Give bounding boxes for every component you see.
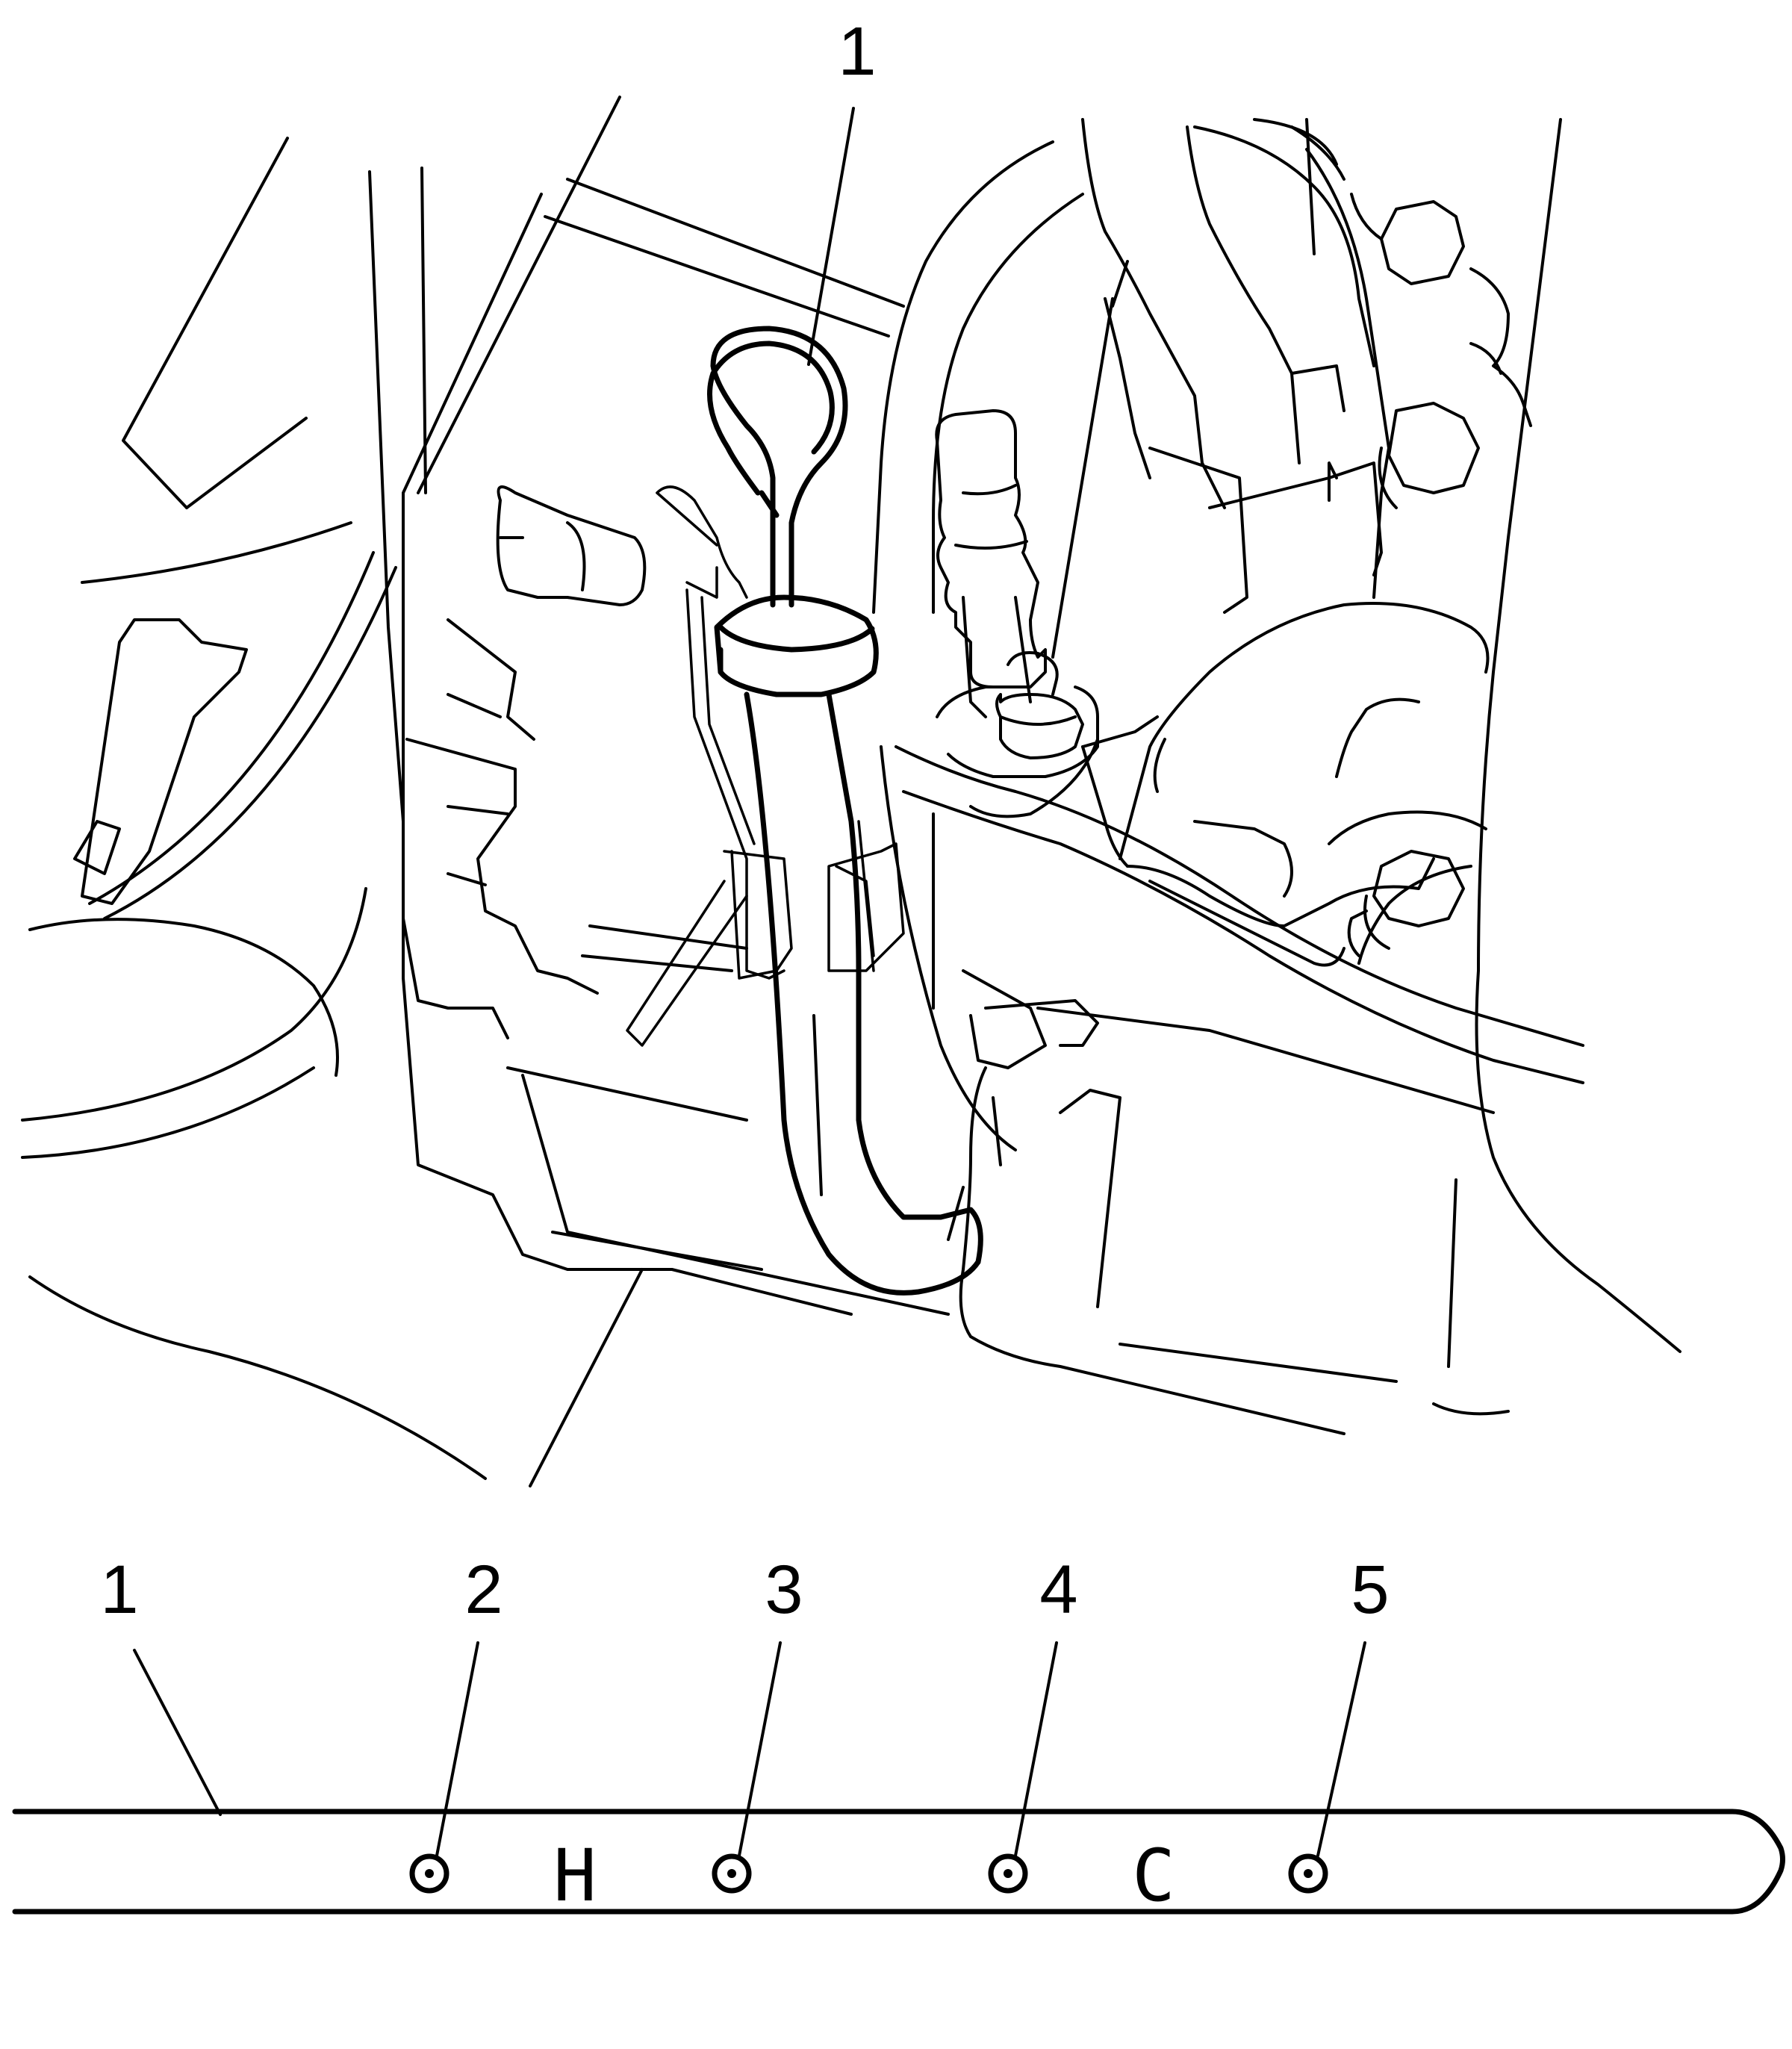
rubber-hose bbox=[935, 409, 1047, 718]
hot-mark-label: H bbox=[553, 1834, 597, 1918]
dipstick-handle bbox=[707, 326, 848, 608]
sensor-connector bbox=[73, 551, 397, 920]
oil-pan bbox=[959, 1066, 1510, 1435]
left-body-panels bbox=[21, 96, 621, 1480]
level-hole-4 bbox=[988, 1853, 1028, 1894]
blade-callout-5: 5 bbox=[1351, 1552, 1389, 1628]
top-callout-leader bbox=[807, 107, 855, 366]
top-callout: 1 bbox=[807, 13, 877, 366]
hoses-and-cables bbox=[812, 140, 1584, 1241]
upper-right-hoses bbox=[1051, 118, 1390, 659]
blade-leader-3 bbox=[738, 1641, 782, 1857]
blade-leader-2 bbox=[435, 1641, 479, 1857]
tube-bracket bbox=[626, 485, 905, 1047]
level-hole-2 bbox=[409, 1853, 449, 1894]
blade-callout-3: 3 bbox=[765, 1552, 803, 1628]
converter-housing bbox=[1081, 602, 1490, 967]
blade-callout-1: 1 bbox=[100, 1552, 138, 1628]
blade-callout-2: 2 bbox=[464, 1552, 503, 1628]
top-callout-number: 1 bbox=[838, 13, 876, 90]
blade-leader-5 bbox=[1316, 1641, 1366, 1857]
transmission-housing bbox=[402, 178, 950, 1487]
cold-mark-label: C bbox=[1132, 1834, 1175, 1918]
level-hole-5 bbox=[1288, 1853, 1328, 1894]
engine-block-bolts bbox=[1253, 118, 1681, 1353]
engine-bay-illustration bbox=[21, 96, 1681, 1487]
dipstick-tube bbox=[714, 594, 983, 1296]
dipstick-blade-outline bbox=[12, 1809, 1785, 1915]
dipstick-blade: H C 1 2 3 4 5 bbox=[12, 1552, 1785, 1918]
blade-leader-1 bbox=[133, 1649, 222, 1816]
breather-fitting bbox=[496, 485, 647, 606]
blade-leader-4 bbox=[1014, 1641, 1058, 1857]
level-hole-3 bbox=[712, 1853, 752, 1894]
blade-callout-4: 4 bbox=[1039, 1552, 1077, 1628]
